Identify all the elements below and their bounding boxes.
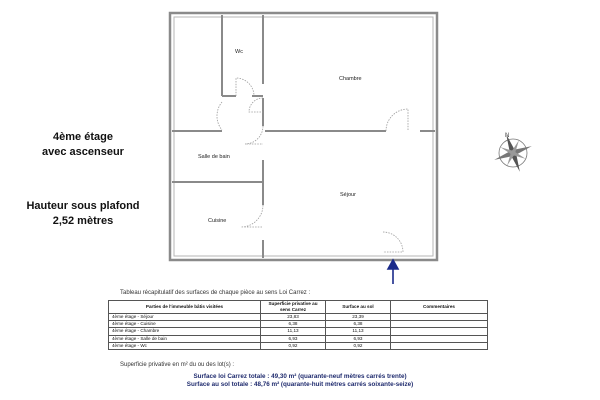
door-swings <box>216 77 409 253</box>
table-cell: 6,38 <box>260 320 326 329</box>
ceiling-note: Hauteur sous plafond 2,52 mètres <box>8 199 158 229</box>
interior-walls <box>172 15 435 258</box>
table-row: 4ème étage - Cuisine 6,38 6,38 <box>108 320 488 329</box>
room-label-wc: Wc <box>235 49 243 55</box>
room-label-cuisine: Cuisine <box>208 218 226 224</box>
table-cell <box>390 320 488 329</box>
compass-north-label: N <box>505 133 509 139</box>
table-header-row: Parties de l'immeuble bâtis visitées Sup… <box>108 300 488 314</box>
table-cell <box>390 327 488 336</box>
floor-note-line1: 4ème étage <box>53 131 113 143</box>
areas-table-caption: Tableau récapitulatif des surfaces de ch… <box>120 290 311 296</box>
table-cell <box>390 341 488 350</box>
private-area-line: Superficie privative en m² du ou des lot… <box>120 362 235 368</box>
table-row: 4ème étage - Wc 0,92 0,92 <box>108 341 488 350</box>
table-row: 4ème étage - Chambre 11,13 11,13 <box>108 327 488 336</box>
table-cell <box>390 312 488 322</box>
table-cell: 0,92 <box>325 341 391 350</box>
floor-total: Surface au sol totale : 48,76 m² (quaran… <box>186 381 414 388</box>
table-cell: 6,93 <box>325 334 391 343</box>
room-label-salle-de-bain: Salle de bain <box>198 154 230 160</box>
table-cell: 11,13 <box>325 327 391 336</box>
table-cell: 11,13 <box>260 327 326 336</box>
ceiling-note-line2: 2,52 mètres <box>52 215 114 227</box>
table-header: Surface au sol <box>325 300 391 314</box>
table-cell: 23,83 <box>260 312 326 322</box>
table-cell: 4ème étage - Cuisine <box>108 320 261 329</box>
entrance-arrow <box>386 258 400 284</box>
table-cell: 4ème étage - Séjour <box>108 312 261 322</box>
table-header: Commentaires <box>390 300 488 314</box>
table-header: Superficie privative au sens Carrez <box>260 300 326 314</box>
table-cell: 4ème étage - Salle de bain <box>108 334 261 343</box>
floor-note-line2: avec ascenseur <box>42 146 124 158</box>
floor-note: 4ème étage avec ascenseur <box>18 130 148 160</box>
table-header: Parties de l'immeuble bâtis visitées <box>108 300 261 314</box>
areas-table-block: Tableau récapitulatif des surfaces de ch… <box>108 290 600 350</box>
table-cell <box>390 334 488 343</box>
table-cell: 4ème étage - Chambre <box>108 327 261 336</box>
floor-plan: N Wc Chambre Salle de bain Séjour Cuisin… <box>168 11 532 284</box>
compass-rose: N <box>494 133 532 172</box>
table-row: 4ème étage - Séjour 23,83 23,39 <box>108 312 488 322</box>
ceiling-note-line1: Hauteur sous plafond <box>26 200 140 212</box>
carrez-total: Surface loi Carrez totale : 49,30 m² (qu… <box>193 373 407 380</box>
table-cell: 0,92 <box>260 341 326 350</box>
table-cell: 6,38 <box>325 320 391 329</box>
table-row: 4ème étage - Salle de bain 6,93 6,93 <box>108 334 488 343</box>
table-cell: 23,39 <box>325 312 391 322</box>
room-label-chambre: Chambre <box>339 76 362 82</box>
table-cell: 4ème étage - Wc <box>108 341 261 350</box>
outer-wall-inner-line <box>173 16 434 257</box>
table-cell: 6,93 <box>260 334 326 343</box>
outer-walls <box>168 11 439 262</box>
areas-table: Parties de l'immeuble bâtis visitées Sup… <box>108 300 488 350</box>
room-label-sejour: Séjour <box>340 192 356 198</box>
